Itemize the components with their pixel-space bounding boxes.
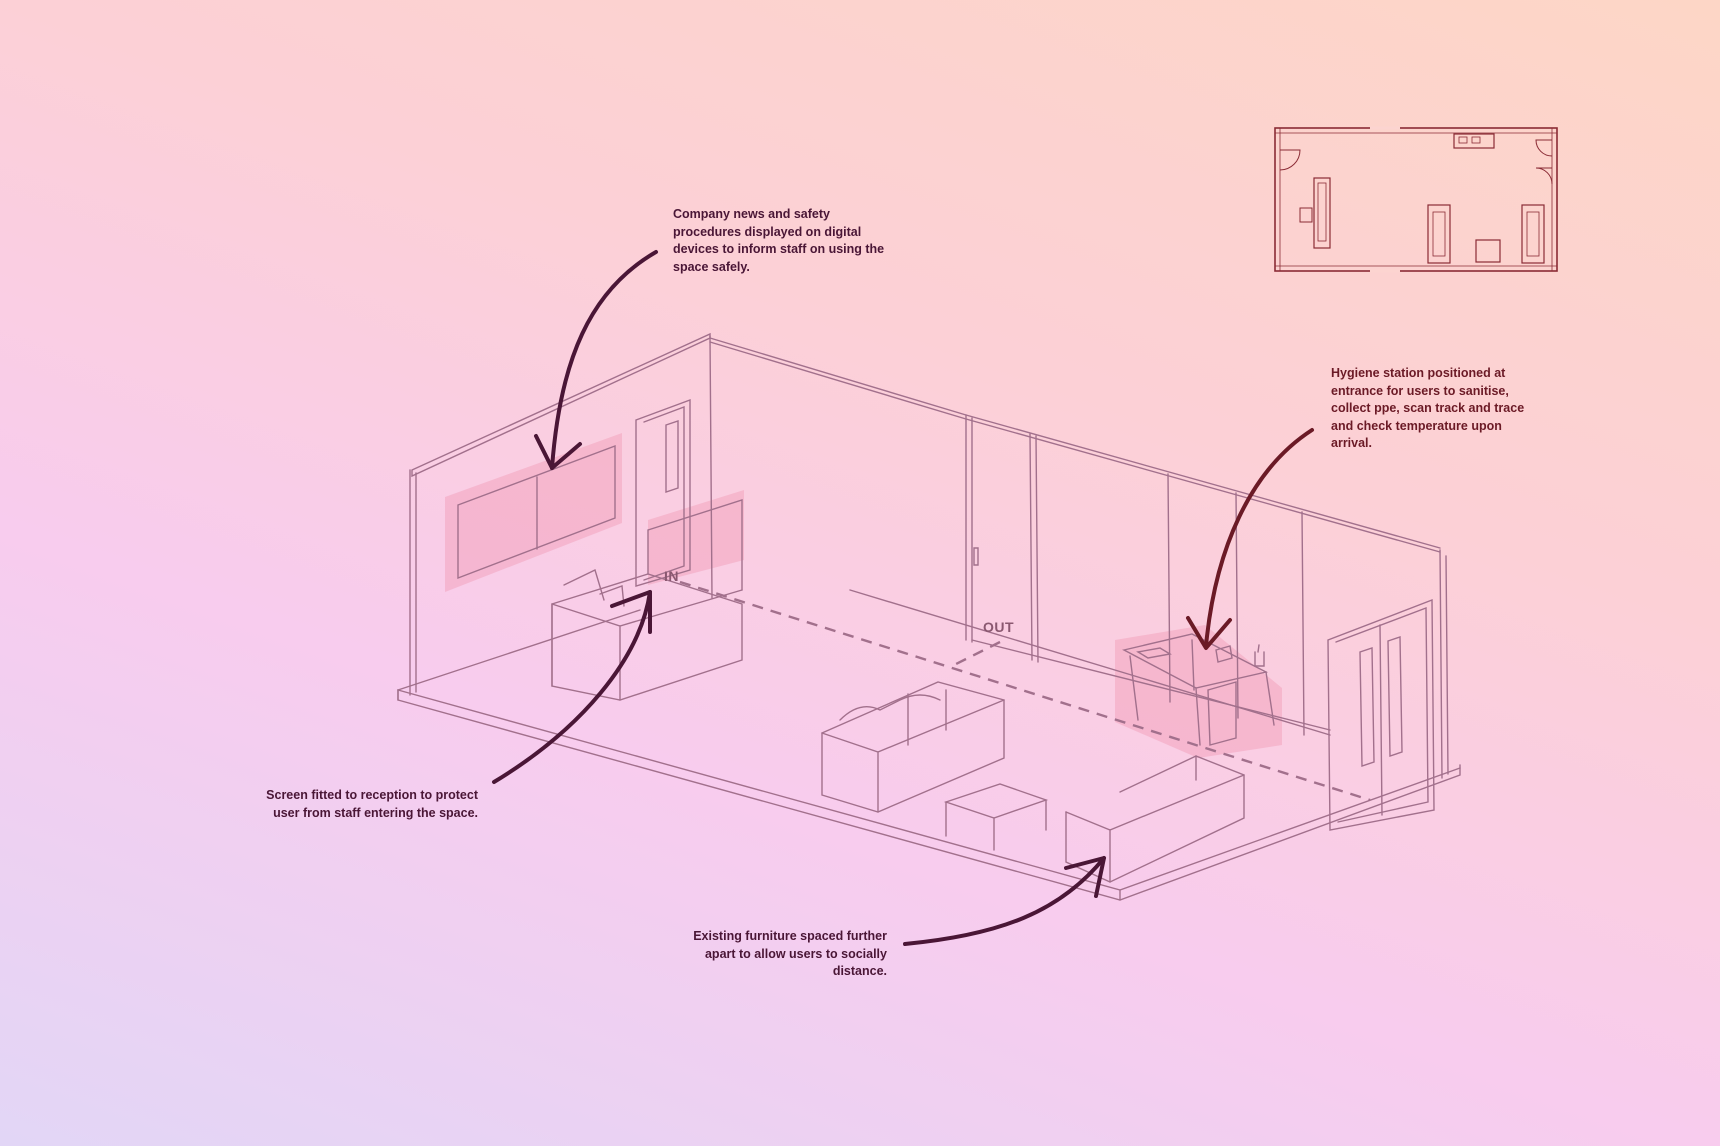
reception-screen-highlight (648, 490, 744, 585)
hygiene-arrowhead (1186, 616, 1232, 650)
room-sketch (397, 332, 1461, 901)
out-path (951, 640, 1001, 668)
out-label: OUT (983, 619, 1015, 635)
annotation-screen: Screen fitted to reception to protect us… (266, 788, 478, 820)
news-arrow (550, 250, 658, 470)
furniture-arrowhead (1064, 856, 1106, 898)
plan-door-right (1535, 139, 1553, 185)
plan-sofa-1 (1427, 204, 1451, 264)
plan-chair (1299, 207, 1313, 223)
plan-station (1453, 133, 1495, 149)
plan-desk (1313, 177, 1331, 249)
plan-door-left (1279, 149, 1301, 171)
annotation-arrows (492, 250, 1314, 946)
screen-arrowhead (610, 590, 652, 634)
plan-table (1475, 239, 1501, 263)
screen-arrow (492, 590, 652, 784)
annotation-hygiene: Hygiene station positioned at entrance f… (1331, 366, 1525, 450)
annotation-news: Company news and safety procedures displ… (673, 207, 885, 274)
plan-sofa-2 (1521, 204, 1545, 264)
furniture-arrow (903, 856, 1106, 946)
in-label: IN (664, 568, 679, 584)
hygiene-station-highlight (1115, 625, 1282, 758)
flow-paths (679, 580, 1371, 802)
in-path (679, 580, 1371, 802)
hygiene-arrow (1204, 428, 1314, 648)
highlight-panels (445, 433, 1282, 758)
floor-plan-inset (1274, 126, 1558, 273)
digital-screen-highlight (445, 433, 622, 592)
news-arrowhead (534, 434, 582, 470)
annotation-furniture: Existing furniture spaced further apart … (693, 929, 887, 978)
